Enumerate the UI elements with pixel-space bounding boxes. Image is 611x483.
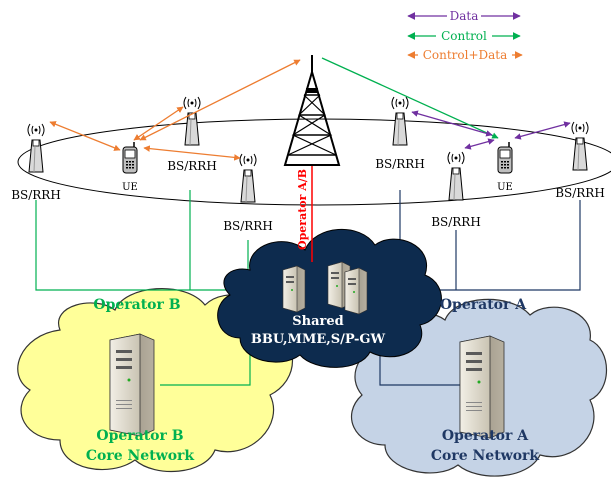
ue-left-label: UE — [122, 182, 138, 193]
bs2-label: BS/RRH — [167, 159, 217, 173]
shared-cloud — [217, 229, 442, 368]
bs3-label: BS/RRH — [223, 219, 273, 233]
operator-b-core-cloud — [17, 287, 293, 473]
bs4-label: BS/RRH — [375, 157, 425, 171]
bs1-label: BS/RRH — [11, 188, 61, 202]
ue-left-icon — [122, 141, 138, 174]
legend-control-data: Control+Data — [423, 48, 508, 62]
bs6-icon — [571, 121, 589, 171]
bs5-label: BS/RRH — [431, 215, 481, 229]
bs1-icon — [27, 123, 45, 173]
ue-right-icon — [497, 141, 513, 174]
legend: Data Control Control+Data — [407, 8, 523, 62]
legend-data: Data — [450, 9, 479, 23]
core-a-label-line1: Operator A — [442, 428, 529, 444]
operator-b-label: Operator B — [93, 297, 180, 313]
data-arrows — [411, 110, 571, 150]
bs5-icon — [447, 151, 465, 201]
bs6-label: BS/RRH — [555, 186, 605, 200]
ue-right-label: UE — [497, 182, 513, 193]
cell-tower-icon — [283, 55, 341, 166]
shared-label-line1: Shared — [292, 314, 343, 329]
operator-b-core-server-icon — [109, 333, 155, 437]
operator-a-core-server-icon — [459, 335, 505, 439]
control-data-arrows — [49, 59, 301, 161]
legend-control: Control — [441, 29, 487, 43]
core-b-label-line1: Operator B — [96, 428, 183, 444]
bs3-icon — [239, 153, 257, 203]
tower-label: Operator A/B — [296, 169, 309, 250]
core-a-label-line2: Core Network — [431, 448, 540, 464]
coverage-ellipse — [17, 118, 611, 206]
operator-a-label: Operator A — [440, 297, 527, 313]
shared-label-line2: BBU,MME,S/P-GW — [251, 332, 386, 347]
control-arrow — [321, 57, 499, 139]
bs2-icon — [183, 96, 201, 146]
core-b-label-line2: Core Network — [86, 448, 195, 464]
